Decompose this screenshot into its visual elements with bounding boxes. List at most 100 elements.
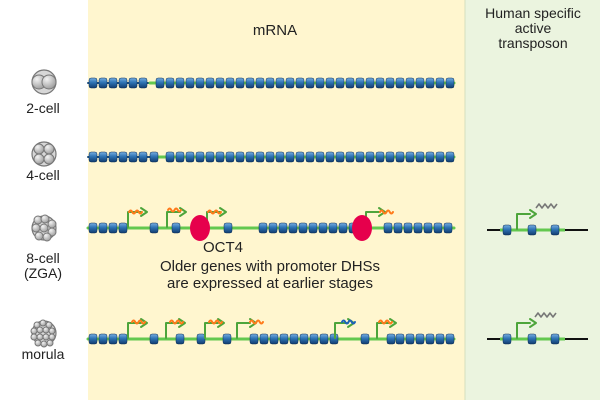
embryo-cell — [33, 143, 45, 155]
exon-block — [98, 151, 108, 163]
exon-block — [395, 77, 405, 89]
exon-block — [355, 151, 365, 163]
exon-block — [375, 151, 385, 163]
exon-block — [298, 222, 308, 234]
exon-block — [265, 77, 275, 89]
exon-block — [118, 151, 128, 163]
exon-block — [445, 333, 455, 345]
embryo-cell — [31, 223, 41, 233]
exon-block — [235, 77, 245, 89]
exon-block — [98, 222, 108, 234]
promoter-arrow-head — [140, 207, 148, 217]
embryo-cell — [34, 231, 44, 241]
orange-mrna-transcript-icon — [208, 319, 223, 325]
exon-block — [435, 333, 445, 345]
exon-block — [165, 77, 175, 89]
exon-block — [325, 77, 335, 89]
exon-block — [355, 77, 365, 89]
exon-block — [88, 222, 98, 234]
exon-block — [360, 333, 370, 345]
exon-block — [527, 333, 537, 345]
exon-block — [502, 333, 512, 345]
transposon-track-morula — [487, 312, 588, 345]
embryo-cell — [43, 153, 55, 165]
exon-block — [195, 77, 205, 89]
exon-block — [265, 151, 275, 163]
exon-block — [365, 77, 375, 89]
promoter-arrow-head — [140, 318, 148, 328]
2-cell-embryo-icon — [31, 69, 57, 95]
exon-block — [235, 151, 245, 163]
8-cell-embryo-icon — [31, 214, 57, 242]
orange-mrna-transcript-icon — [379, 209, 394, 215]
stage-label-8-cell: 8-cell (ZGA) — [8, 250, 78, 281]
exon-block — [386, 333, 396, 345]
embryo-cell — [48, 327, 56, 335]
exon-block — [425, 151, 435, 163]
exon-block — [345, 151, 355, 163]
transposon-panel-background — [465, 0, 600, 400]
oct4-binding-site-icon — [190, 215, 210, 241]
exon-block — [445, 151, 455, 163]
embryo-cell — [33, 153, 45, 165]
embryo-cell — [36, 333, 44, 341]
transposon-promoter-arrow-icon — [516, 213, 531, 230]
embryo-cell — [30, 327, 38, 335]
promoter-arrow-icon — [166, 211, 181, 228]
exon-block — [195, 151, 205, 163]
exon-block — [223, 222, 233, 234]
exon-block — [338, 222, 348, 234]
stage-label-line: 8-cell — [26, 250, 60, 266]
exon-block — [165, 151, 175, 163]
gene-track-4-cell — [87, 151, 456, 163]
exon-block — [415, 333, 425, 345]
exon-block — [196, 333, 206, 345]
exon-block — [279, 333, 289, 345]
exon-block — [155, 77, 165, 89]
exon-block — [225, 77, 235, 89]
exon-block — [149, 151, 159, 163]
exon-block — [108, 77, 118, 89]
exon-block — [128, 151, 138, 163]
exon-block — [413, 222, 423, 234]
promoter-arrow-head — [529, 318, 537, 328]
stage-label-morula: morula — [21, 346, 65, 362]
exon-block — [309, 333, 319, 345]
exon-block — [259, 333, 269, 345]
exon-block — [405, 151, 415, 163]
exon-block — [138, 77, 148, 89]
transposon-title-line: active — [514, 20, 552, 37]
embryo-cell — [39, 223, 49, 233]
embryo-cell — [42, 232, 52, 242]
exon-block — [383, 222, 393, 234]
exon-block — [289, 333, 299, 345]
exon-block — [205, 151, 215, 163]
promoter-arrow-head — [378, 207, 386, 217]
exon-block — [185, 151, 195, 163]
exon-block — [395, 333, 405, 345]
exon-block — [225, 151, 235, 163]
orange-mrna-transcript-icon — [131, 319, 146, 325]
exon-block — [175, 77, 185, 89]
exon-block — [335, 77, 345, 89]
exon-block — [295, 77, 305, 89]
exon-block — [215, 77, 225, 89]
exon-block — [550, 333, 560, 345]
promoter-arrow-head — [178, 318, 186, 328]
embryo-icons-layer — [30, 69, 57, 348]
exon-block — [527, 224, 537, 236]
promoter-arrow-head — [389, 318, 397, 328]
exon-block — [205, 77, 215, 89]
exon-block — [435, 77, 445, 89]
exon-block — [98, 77, 108, 89]
embryo-cell — [41, 74, 57, 90]
exon-block — [222, 333, 232, 345]
blue-mrna-transcript-icon — [341, 319, 356, 325]
exon-block — [425, 333, 435, 345]
exon-block — [315, 77, 325, 89]
exon-block — [325, 151, 335, 163]
exon-block — [118, 77, 128, 89]
transposon-panel-title: Human specific active transposon — [466, 5, 600, 51]
embryo-cell — [33, 321, 41, 329]
